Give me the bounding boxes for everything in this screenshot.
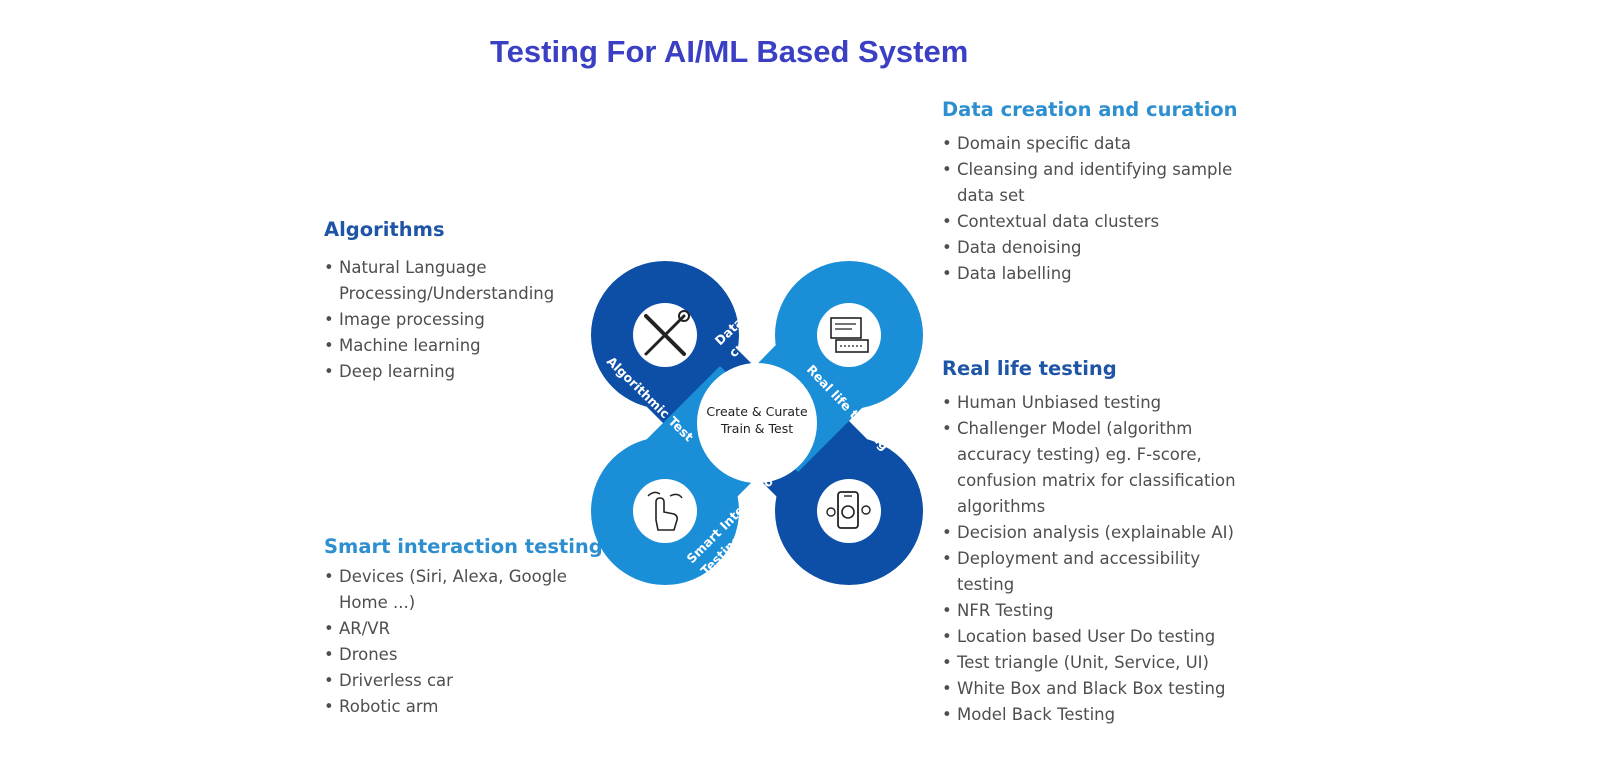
- list-item: Devices (Siri, Alexa, Google Home ...): [324, 564, 604, 616]
- smart-interaction-list: Devices (Siri, Alexa, Google Home ...) A…: [324, 564, 604, 720]
- list-item: Domain specific data: [942, 131, 1242, 157]
- smart-interaction-section: Smart interaction testing Devices (Siri,…: [324, 535, 604, 720]
- real-life-section: Real life testing Human Unbiased testing…: [942, 357, 1252, 728]
- list-item: Location based User Do testing: [942, 624, 1252, 650]
- list-item: Machine learning: [324, 333, 584, 359]
- touch-gesture-icon: [629, 475, 701, 547]
- page-title: Testing For AI/ML Based System: [490, 34, 969, 69]
- center-hub: Create & Curate Train & Test: [697, 363, 817, 483]
- data-creation-list: Domain specific data Cleansing and ident…: [942, 131, 1242, 287]
- cycle-diagram: Create & Curate Train & Test Algorithmic…: [588, 258, 923, 585]
- list-item: Model Back Testing: [942, 702, 1252, 728]
- tools-icon: [629, 299, 701, 371]
- list-item: Test triangle (Unit, Service, UI): [942, 650, 1252, 676]
- algorithms-list: Natural Language Processing/Understandin…: [324, 255, 584, 385]
- list-item: NFR Testing: [942, 598, 1252, 624]
- data-creation-heading: Data creation and curation: [942, 98, 1238, 121]
- list-item: White Box and Black Box testing: [942, 676, 1252, 702]
- list-item: Natural Language Processing/Understandin…: [324, 255, 584, 307]
- list-item: Decision analysis (explainable AI): [942, 520, 1252, 546]
- center-label-line1: Create & Curate: [706, 404, 808, 419]
- algorithms-section: Algorithms Natural Language Processing/U…: [324, 218, 584, 385]
- list-item: Driverless car: [324, 668, 604, 694]
- list-item: Data denoising: [942, 235, 1242, 261]
- list-item: Cleansing and identifying sample data se…: [942, 157, 1242, 209]
- list-item: AR/VR: [324, 616, 604, 642]
- list-item: Image processing: [324, 307, 584, 333]
- mobile-gear-icon: [813, 475, 885, 547]
- list-item: Human Unbiased testing: [942, 390, 1252, 416]
- algorithms-heading: Algorithms: [324, 218, 445, 241]
- keyboard-icon: [813, 299, 885, 371]
- list-item: Data labelling: [942, 261, 1242, 287]
- list-item: Deep learning: [324, 359, 584, 385]
- center-label-line2: Train & Test: [720, 421, 793, 436]
- real-life-heading: Real life testing: [942, 357, 1117, 380]
- list-item: Deployment and accessibility testing: [942, 546, 1252, 598]
- list-item: Challenger Model (algorithm accuracy tes…: [942, 416, 1252, 520]
- real-life-list: Human Unbiased testing Challenger Model …: [942, 390, 1252, 728]
- list-item: Robotic arm: [324, 694, 604, 720]
- smart-interaction-heading: Smart interaction testing: [324, 535, 603, 558]
- list-item: Contextual data clusters: [942, 209, 1242, 235]
- list-item: Drones: [324, 642, 604, 668]
- data-creation-section: Data creation and curation Domain specif…: [942, 98, 1242, 287]
